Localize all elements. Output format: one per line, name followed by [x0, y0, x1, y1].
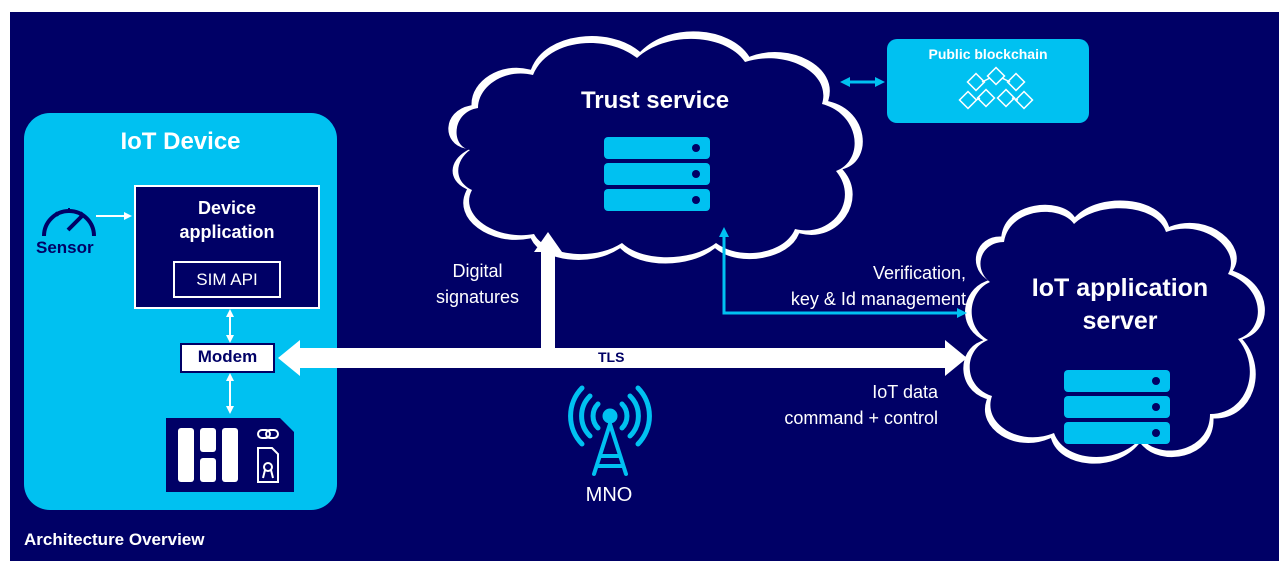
- sim-api-box: [173, 261, 281, 298]
- public-blockchain-label: Public blockchain: [928, 46, 1048, 62]
- mno-label: MNO: [585, 484, 633, 506]
- gauge-icon: [42, 208, 96, 237]
- sim-card-icon: [166, 418, 294, 492]
- trust-service-title: Trust service: [580, 87, 730, 114]
- modem-label: Modem: [197, 347, 258, 366]
- iot-device-title: IoT Device: [120, 128, 241, 155]
- tls-label: TLS: [598, 349, 625, 365]
- public-blockchain-box: [887, 39, 1089, 123]
- sensor-label: Sensor: [36, 238, 94, 257]
- iot-application-server-title: IoT application server: [1031, 274, 1209, 335]
- iot-data-label: IoT data command + control: [784, 382, 938, 428]
- device-application-box: [134, 185, 320, 309]
- trust-server-icon: [604, 137, 710, 211]
- modem-box: [180, 343, 275, 373]
- iot-server-icon: [1064, 370, 1170, 444]
- verification-label: Verification, key & Id management: [790, 263, 966, 309]
- device-application-label: Device application: [179, 198, 275, 242]
- blockchain-icon: [958, 66, 1034, 110]
- iot-server-cloud-inner: [969, 208, 1258, 458]
- certificate-icon: [257, 447, 279, 483]
- verification-arrow: [719, 227, 967, 318]
- antenna-tower-icon: [568, 385, 652, 476]
- sim-api-label: SIM API: [196, 270, 258, 289]
- tls-arrow: [278, 340, 967, 376]
- digital-signatures-arrow: [534, 232, 562, 350]
- digital-signatures-label: Digital signatures: [435, 261, 520, 307]
- architecture-overview-caption: Architecture Overview: [24, 530, 205, 549]
- link-icon: [257, 429, 279, 439]
